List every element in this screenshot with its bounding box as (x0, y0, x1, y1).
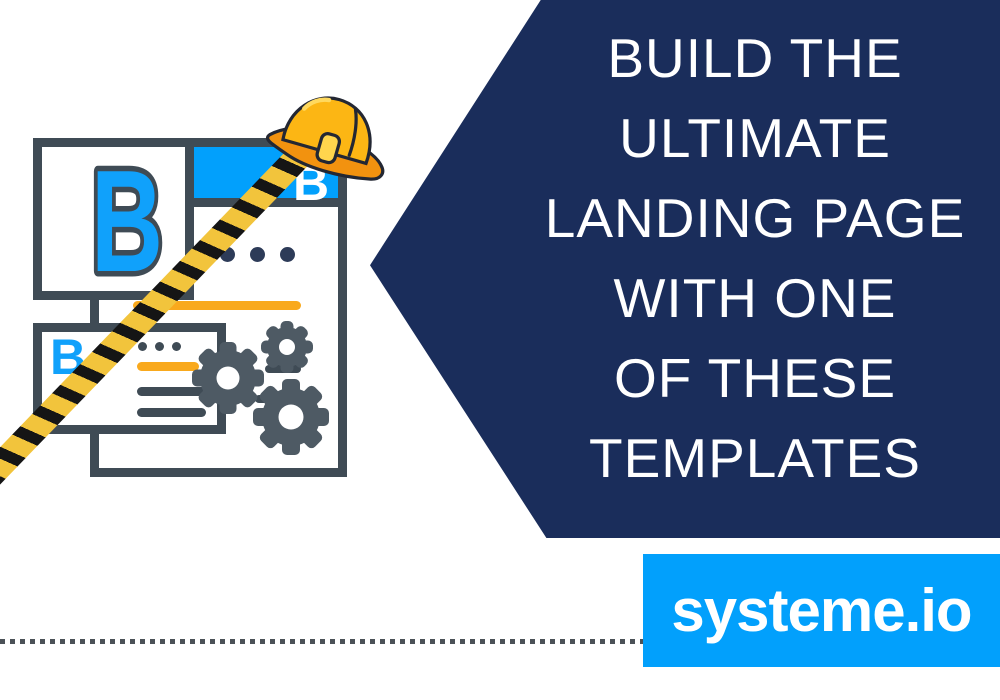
brand-logo-box: systeme.io (643, 554, 1000, 667)
dotted-divider-line (0, 639, 646, 644)
card-letter: B (86, 161, 169, 286)
brand-logo-text: systeme.io (671, 577, 972, 644)
headline-line-3: LANDING PAGE (544, 187, 966, 249)
small-page-dot (138, 342, 147, 351)
page-dot (280, 247, 295, 262)
logo-card: B (33, 138, 194, 300)
small-orange-line (137, 362, 199, 371)
small-page-dot (172, 342, 181, 351)
headline: BUILD THE ULTIMATE LANDING PAGE WITH ONE… (515, 18, 995, 498)
headline-line-6: TEMPLATES (589, 427, 921, 489)
gear-icon (192, 342, 264, 414)
headline-line-2: ULTIMATE (619, 107, 891, 169)
gear-icon (261, 321, 313, 373)
small-text-line (137, 408, 206, 417)
headline-line-1: BUILD THE (607, 27, 903, 89)
headline-line-4: WITH ONE (613, 267, 897, 329)
svg-text:B: B (91, 161, 163, 286)
page-dot (250, 247, 265, 262)
small-page-dot (155, 342, 164, 351)
small-text-line (137, 387, 208, 396)
gear-icon (253, 379, 329, 455)
construction-hat-icon (266, 96, 385, 181)
page-orange-line (133, 301, 301, 310)
headline-line-5: OF THESE (613, 347, 897, 409)
